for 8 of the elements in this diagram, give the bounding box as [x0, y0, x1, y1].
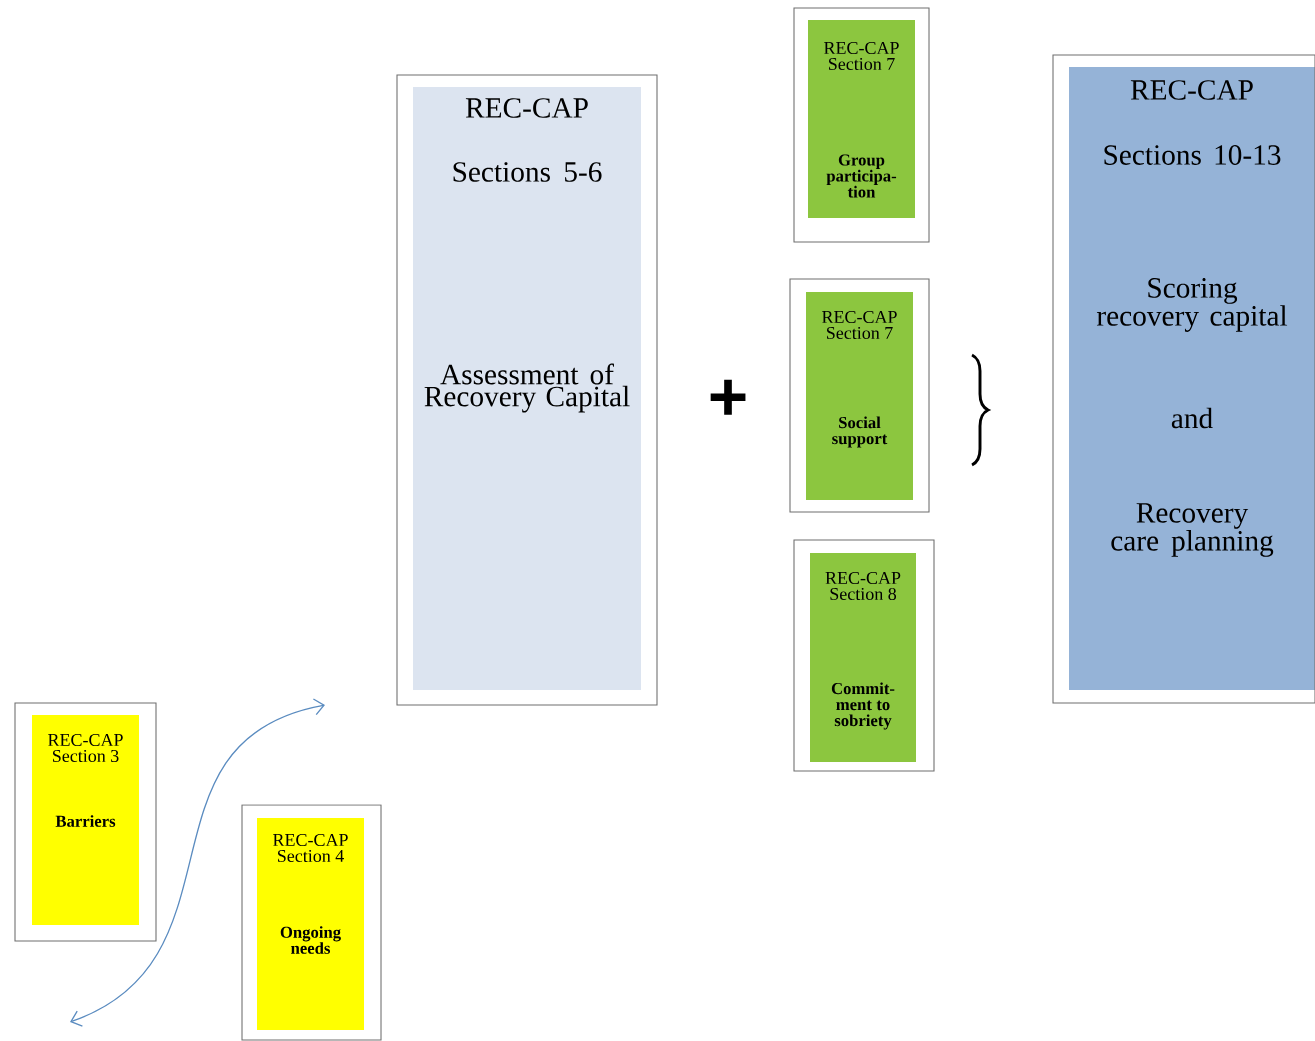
section-card: REC-CAP Section 7 Group participa- tion — [793, 7, 930, 243]
section-card: REC-CAP Sections 5-6 Assessment of Recovery Capital — [396, 74, 658, 706]
section-card: REC-CAP Section 7 Social support — [789, 278, 930, 513]
plus-sign: + — [710, 379, 746, 415]
section-card: REC-CAP Section 3 Barriers — [14, 702, 157, 942]
section-card: REC-CAP Section 8 Commit- ment to sobriety — [793, 539, 935, 772]
section-card: REC-CAP Sections 10-13 Scoring recovery capital and Recovery care planning — [1052, 54, 1315, 704]
section-card: REC-CAP Section 4 Ongoing needs — [241, 804, 382, 1041]
